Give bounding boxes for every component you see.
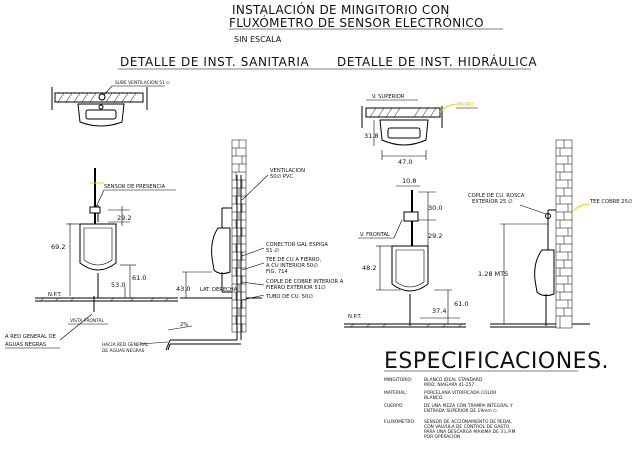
spec-label-material: MATERIAL: xyxy=(384,390,407,396)
hacia-red-line2: DE AGUAS NEGRAS xyxy=(102,348,145,354)
v-superior-label: V. SUPERIOR xyxy=(372,94,405,100)
dim-1-28: 1.28 MTS xyxy=(478,270,508,278)
title-line-1: INSTALACIÓN DE MINGITORIO CON xyxy=(232,2,450,17)
left-front-view: SENSOR DE PRESENCIA 29.2 69.2 61.0 53.0 … xyxy=(5,168,178,349)
right-plan-view: V. SUPERIOR MURO 31.8 47.0 xyxy=(361,94,478,166)
spec-value: POR OPERACION xyxy=(424,434,460,440)
dim-37-4: 37.4 xyxy=(432,307,446,315)
spec-value: CON VALVULA DE CONTROL DE GASTO xyxy=(424,424,510,430)
section-title-hidraulica: DETALLE DE INST. HIDRÁULICA xyxy=(337,54,537,69)
dim-30-0: 30.0 xyxy=(428,204,442,212)
dim-29-2-left: 29.2 xyxy=(117,214,131,222)
specs-heading: ESPECIFICACIONES. xyxy=(384,349,609,374)
spec-value: PORCELANA VITRIFICADA COLOR xyxy=(424,390,496,396)
npt-right: N.P.T. xyxy=(348,314,362,320)
dim-53-0-left: 53.0 xyxy=(111,281,125,289)
tee-line3: FIG. 714 xyxy=(266,269,288,275)
urinal-side-left xyxy=(211,227,231,275)
dim-29-2-right: 29.2 xyxy=(428,232,442,240)
ventilacion-line2: 50∅ PVC xyxy=(270,174,293,180)
section-title-sanitaria: DETALLE DE INST. SANITARIA xyxy=(120,55,310,69)
left-side-view: 43.0 LAT. DERECHA 2% HACIA RED GENERAL D… xyxy=(102,139,344,354)
title-line-2: FLUXÓMETRO DE SENSOR ELECTRÓNICO xyxy=(229,15,484,30)
spec-label-cuerpo: CUERPO: xyxy=(384,403,404,409)
dim-69-2-left: 69.2 xyxy=(51,243,65,251)
scale-note: SIN ESCALA xyxy=(234,35,282,44)
urinal-front-left xyxy=(79,223,117,271)
dim-61-0-left: 61.0 xyxy=(132,274,146,282)
tee-line1: TEE DE CU A FIERRO, xyxy=(265,257,322,263)
urinal-side-right xyxy=(534,249,555,297)
sube-ventilacion-label: SUBE VENTILACION 51 ∅ xyxy=(115,80,170,86)
spec-label-fluxometro: FLUXOMETRO: xyxy=(384,419,415,425)
spec-value: SENSOR DE ACCIONAMIENTO DE PEDAL xyxy=(424,419,512,425)
conector-line1: CONECTOR GAL ESPIGA xyxy=(266,242,328,248)
spec-value: DE UNA PIEZA CON TRAMPA INTEGRAL Y xyxy=(424,403,513,409)
spec-value: BLANCO. xyxy=(424,395,444,401)
sensor-label: SENSOR DE PRESENCIA xyxy=(104,184,166,190)
spec-value: MOD. NIAGARA 41-257 xyxy=(424,382,474,388)
spec-label-mingitorio: MINGITORIO: xyxy=(384,377,412,383)
spec-value: PARA UNA DESCARGA MAXIMA DE 3 L.P.M xyxy=(424,429,516,435)
red-general-line1: A RED GENERAL DE xyxy=(5,334,56,340)
red-general-line2: AGUAS NEGRAS xyxy=(5,342,46,348)
cople-line2: EXTERIOR 25 ∅ xyxy=(472,199,512,205)
v-frontal-label: V. FRONTAL xyxy=(360,232,390,238)
dim-47-0: 47.0 xyxy=(398,158,412,166)
copie-line1: COPLE DE COBRE INTERIOR A xyxy=(266,279,344,285)
dim-10-8: 10.8 xyxy=(402,177,416,185)
dim-43-0: 43.0 xyxy=(176,285,190,293)
tubo-label: TUBO DE CU. 50∅ xyxy=(265,294,313,300)
left-plan-view: SUBE VENTILACION 51 ∅ xyxy=(51,80,170,127)
vista-frontal-label: VISTA FRONTAL xyxy=(70,318,104,324)
lat-derecha-label: LAT. DERECHA xyxy=(200,287,238,293)
spec-value: ENTRADA SUPERIOR DE 19mm ∅ xyxy=(424,408,497,414)
tee-line2: A CU INTERIOR 50∅ xyxy=(266,263,318,269)
spec-value: BLANCO IDEAL STANDARD xyxy=(424,377,483,383)
dim-48-2: 48.2 xyxy=(362,264,376,272)
conector-line2: 51 ∅ xyxy=(266,248,279,254)
dim-61-0-right: 61.0 xyxy=(454,300,468,308)
slope-label: 2% xyxy=(180,322,188,328)
urinal-front-right xyxy=(391,245,429,292)
muro-label: MURO xyxy=(458,102,474,108)
right-side-view: 1.28 MTS COPLE DE CU. ROSCA EXTERIOR 25 … xyxy=(468,139,632,329)
copie-line2: FIERRO EXTERIOR 51∅ xyxy=(266,285,326,291)
right-front-view: 10.8 30.0 29.2 V. FRONTAL 48.2 61.0 37.4… xyxy=(344,177,468,328)
cople-line1: COPLE DE CU. ROSCA xyxy=(468,193,525,199)
npt-left: N.P.T. xyxy=(48,292,62,298)
hacia-red-line1: HACIA RED GENERAL xyxy=(102,342,149,348)
dim-31-8: 31.8 xyxy=(364,132,378,140)
specifications: ESPECIFICACIONES. MINGITORIO: BLANCO IDE… xyxy=(384,349,609,440)
ventilacion-line1: VENTILACION xyxy=(270,168,305,174)
tee-cobre-label: TEE COBRE 25∅ xyxy=(589,199,632,205)
